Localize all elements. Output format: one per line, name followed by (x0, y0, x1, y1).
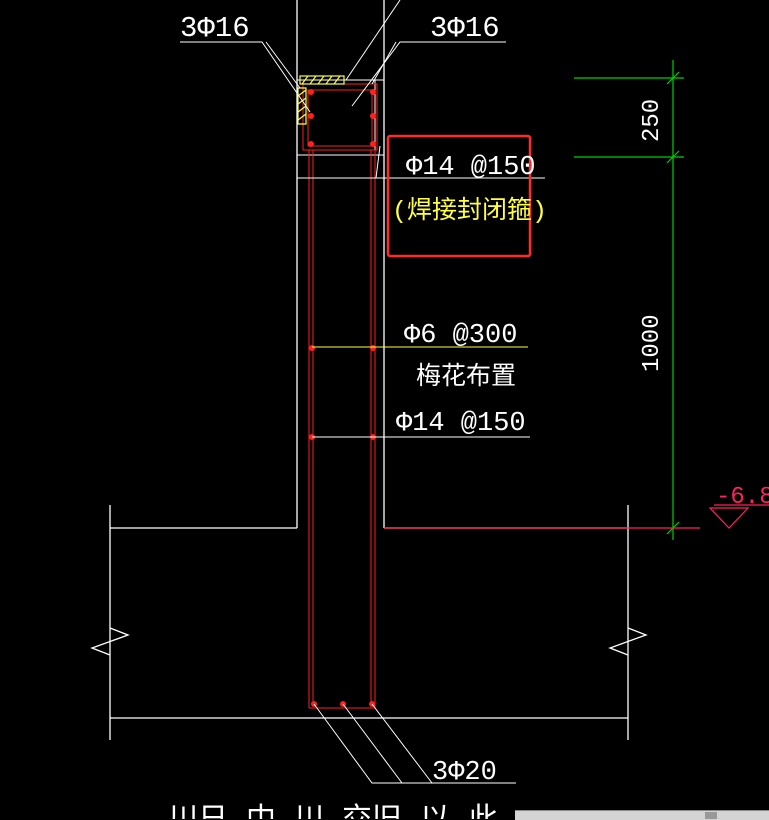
rebar-dot (308, 113, 314, 119)
label-top-left-bars: 3Φ16 (180, 12, 250, 45)
bottom-partial-text: 川日 中 川 交旧 以 此 (168, 803, 498, 819)
label-tie-note: 梅花布置 (416, 362, 516, 392)
rebar-dot (308, 89, 314, 95)
rebar-dots (308, 89, 376, 707)
level-mark (384, 504, 769, 529)
rebar-dot (370, 345, 376, 351)
dimension-250: 250 (639, 99, 666, 142)
label-stirrup-spec: Φ14 @150 (406, 153, 536, 183)
break-line-right (608, 627, 648, 656)
label-stirrup-note: (焊接封闭箍) (392, 196, 547, 226)
rebar-dot (309, 345, 315, 351)
break-line-left (90, 627, 130, 656)
leader-lines (180, 0, 545, 784)
rebar-dot (370, 141, 376, 147)
scrollbar-thumb[interactable] (705, 812, 717, 819)
label-tie-spec: Φ6 @300 (404, 321, 517, 351)
weld-hatching (297, 75, 345, 125)
wall-outline (109, 0, 629, 740)
label-level-mark: -6.85 (716, 484, 769, 511)
dimension-1000: 1000 (639, 314, 666, 372)
dimension-line (574, 60, 684, 540)
rebar-dot (370, 113, 376, 119)
rebar-dot (308, 141, 314, 147)
horizontal-scrollbar[interactable] (515, 810, 769, 820)
rebar-dot (370, 89, 376, 95)
label-side-bars: Φ14 @150 (396, 409, 526, 439)
label-bottom-bars: 3Φ20 (432, 758, 497, 788)
highlight-box (386, 134, 532, 258)
label-top-right-bars: 3Φ16 (430, 12, 500, 45)
